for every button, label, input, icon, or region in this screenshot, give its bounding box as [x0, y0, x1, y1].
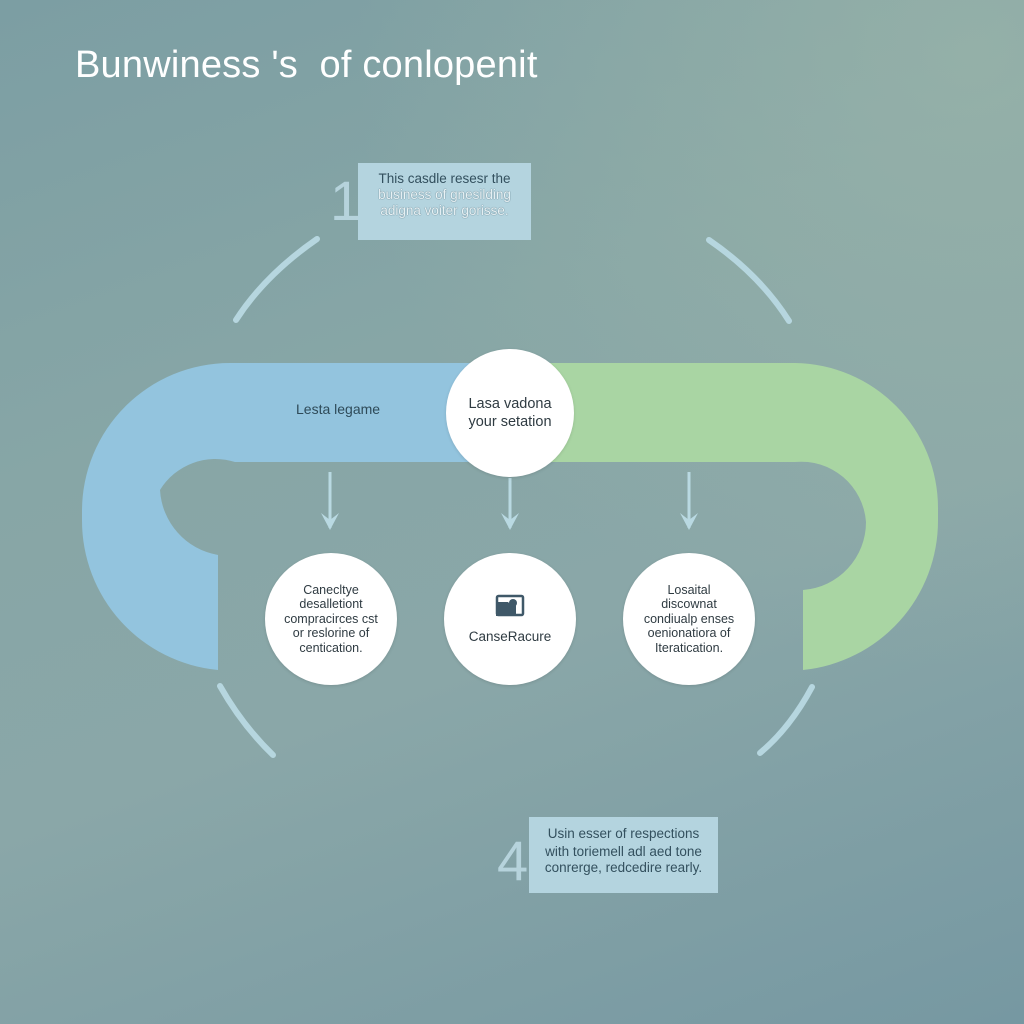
image-folder-icon	[495, 594, 525, 616]
node-center: CanseRacure	[444, 553, 576, 685]
arc-top-right	[706, 237, 792, 324]
node-left-line: compracirces cst	[284, 611, 378, 626]
step-1-line: business of gnesilding	[378, 187, 511, 202]
node-left-line: Canecltye	[303, 582, 359, 597]
node-right-line: discownat	[661, 597, 717, 612]
step-4-line: Usin esser of respections	[547, 826, 700, 841]
node-right-line: oenionatiora of	[647, 626, 731, 641]
step-4-line: conrerge, redcedire rearly.	[544, 860, 703, 875]
center-node-line: Lasa vadona	[468, 396, 552, 412]
node-right-line: Iteratication.	[654, 640, 724, 655]
node-right-line: Losaital	[667, 582, 711, 597]
blue-band	[81, 363, 511, 670]
node-right-line: condiualp enses	[643, 611, 735, 626]
green-band	[510, 363, 939, 670]
step-1-note: This casdle resesr the business of gnesi…	[358, 163, 531, 240]
step-4-line: with toriemell adl aed tone	[545, 844, 702, 859]
arc-bottom-right	[757, 684, 815, 756]
arc-top-left	[233, 236, 320, 323]
step-number-1: 1	[330, 169, 362, 232]
arc-bottom-left	[217, 683, 276, 758]
node-right: Losaital discownat condiualp enses oenio…	[623, 553, 755, 685]
arrow-down-left	[321, 472, 339, 530]
center-node-line: your setation	[468, 414, 552, 430]
node-left: Canecltye desalletiont compracirces cst …	[265, 553, 397, 685]
center-node: Lasa vadona your setation	[446, 349, 574, 477]
step-1-line: This casdle resesr the	[378, 171, 511, 186]
node-left-line: centication.	[299, 640, 363, 655]
blue-band-label: Lesta legame	[296, 401, 381, 417]
node-center-label: CanseRacure	[468, 628, 552, 644]
arrow-down-center	[501, 478, 519, 530]
diagram-title: Bunwiness 's of conlopenit	[75, 44, 538, 86]
arrow-down-right	[680, 472, 698, 530]
step-number-4: 4	[497, 829, 529, 892]
step-4-note: Usin esser of respections with toriemell…	[529, 817, 718, 893]
step-1-line: adigna voiter gorisse.	[380, 203, 509, 218]
node-left-line: or reslorine of	[292, 626, 370, 641]
node-left-line: desalletiont	[299, 597, 363, 612]
